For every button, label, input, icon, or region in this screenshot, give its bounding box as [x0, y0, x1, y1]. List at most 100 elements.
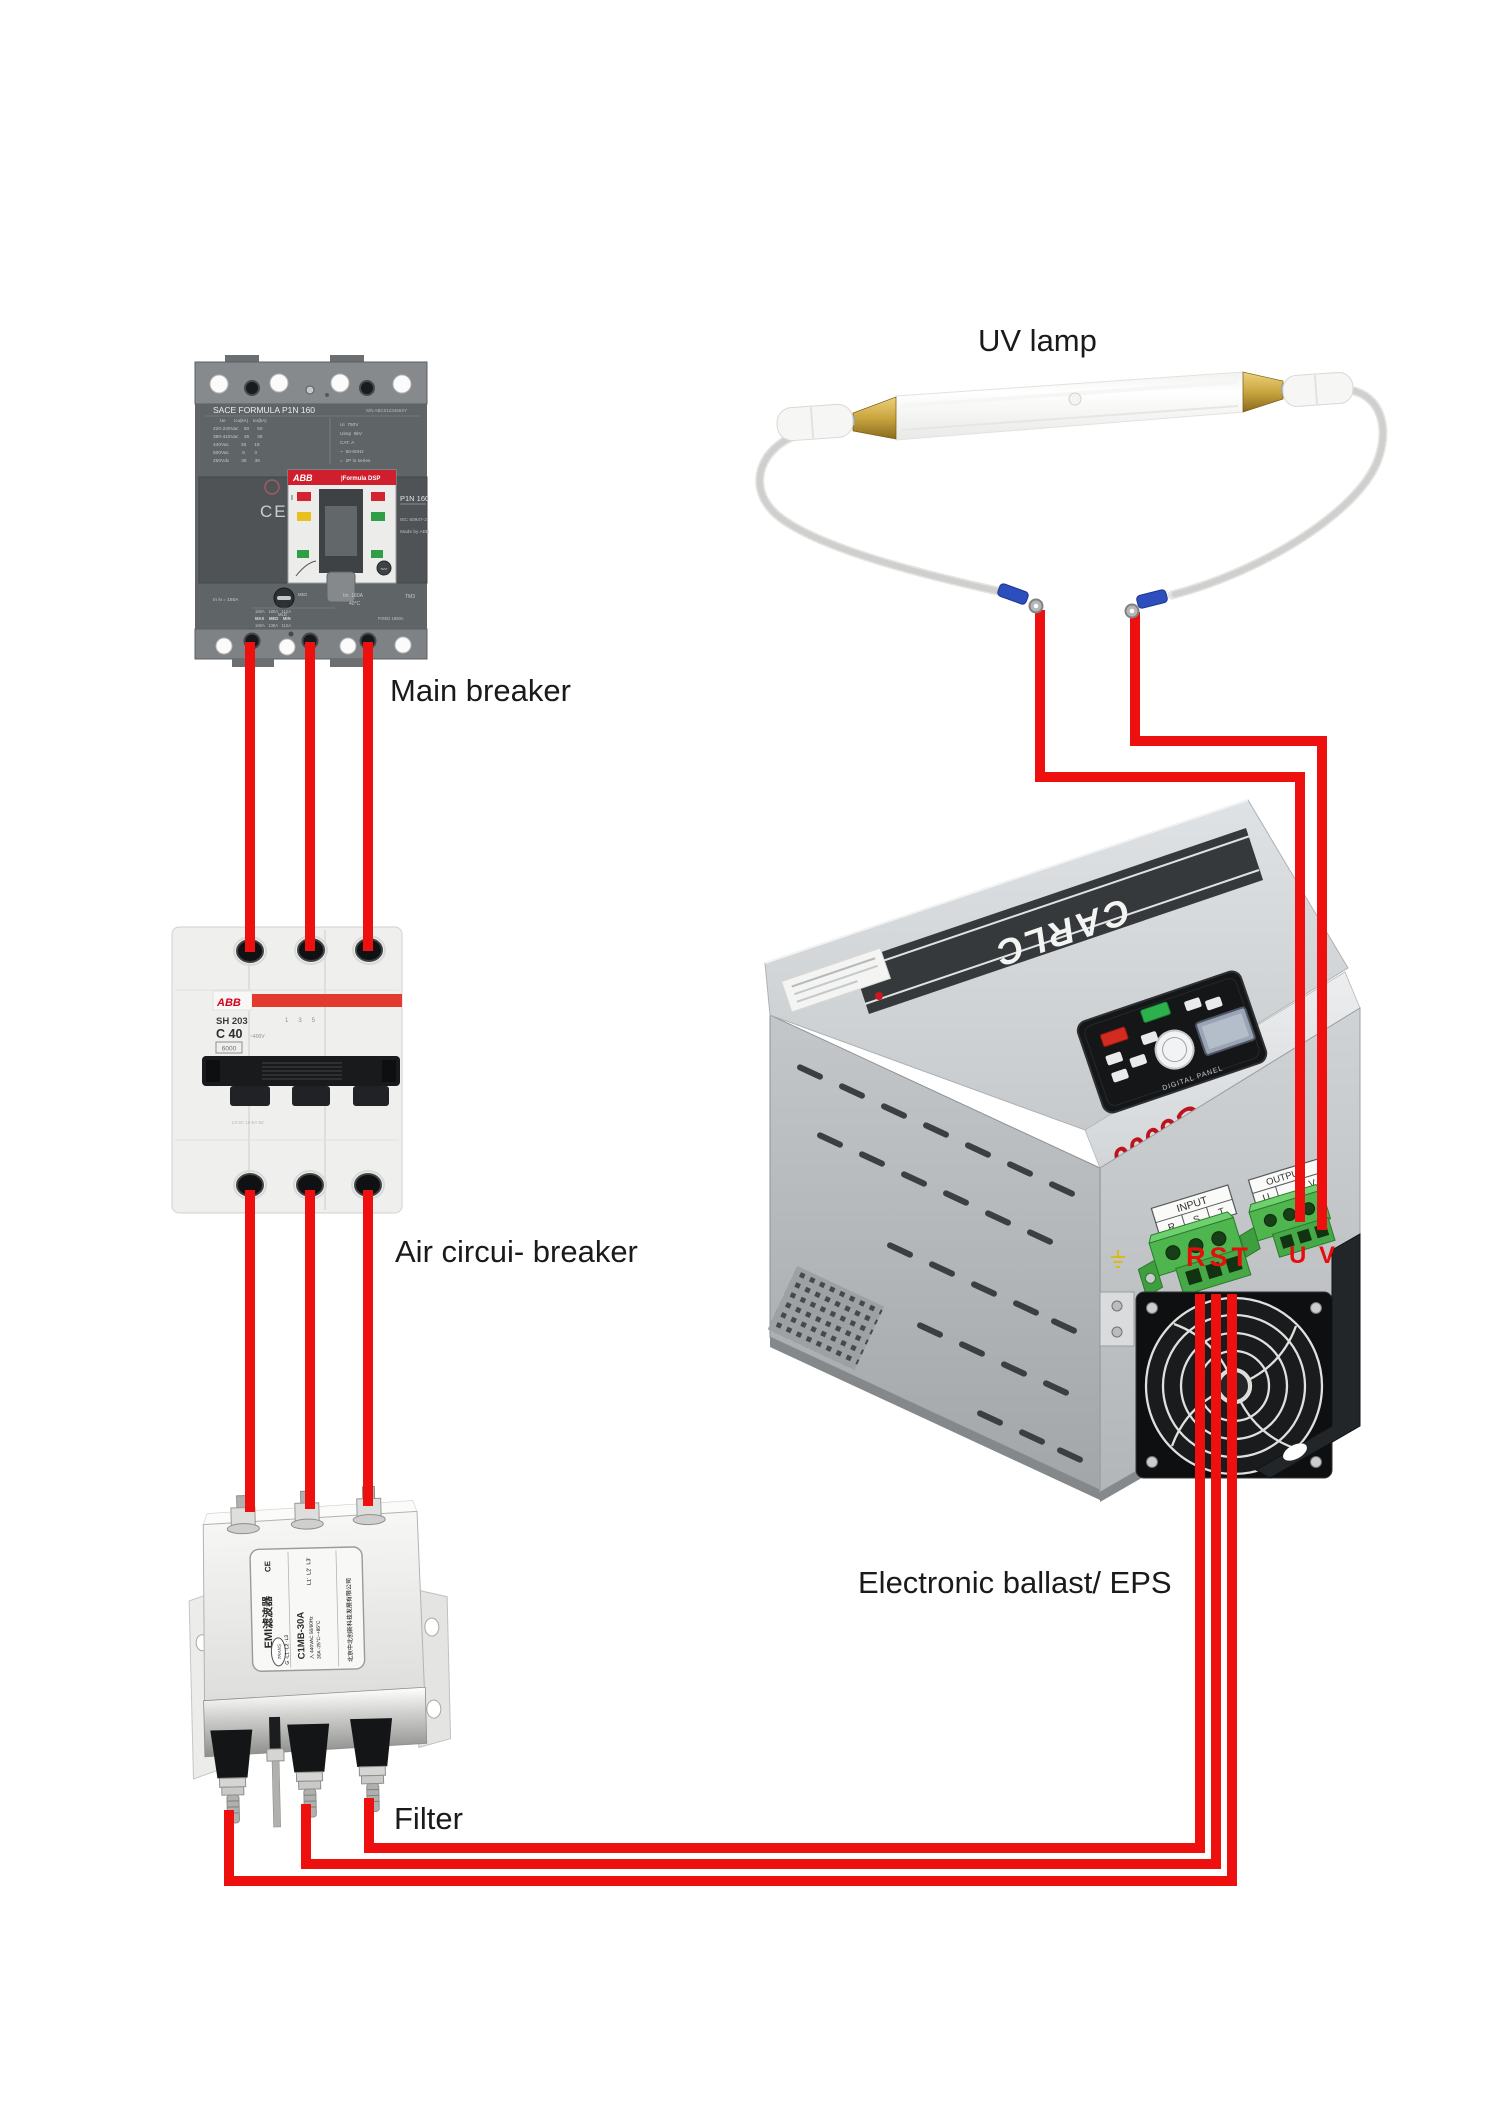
abb-brand-bar — [288, 470, 396, 485]
main-breaker-ce-mark: CE — [260, 502, 288, 521]
svg-text:T: T — [1217, 1206, 1226, 1218]
filter-in-terminals: G ·L1 ·L2 ·L3 — [284, 1635, 291, 1665]
fan-screw — [1146, 1302, 1158, 1314]
filter-spec2: 30A -25°C~+85°C — [316, 1620, 323, 1659]
svg-text:Im 160A: Im 160A — [343, 593, 364, 599]
svg-text:220-240Vac 50 50: 220-240Vac 50 50 — [213, 426, 263, 432]
svg-text:V: V — [1308, 1178, 1318, 1191]
indicator-green-low-right — [371, 550, 383, 558]
bracket-mount-hole — [1283, 1443, 1307, 1461]
lamp-connectors — [997, 583, 1168, 619]
air-breaker-breaking-capacity: 6000 — [222, 1046, 237, 1053]
panel-button — [1184, 997, 1202, 1012]
filter-type-label: EMI滤波器 — [260, 1595, 275, 1649]
input-terminal-block — [1137, 1211, 1252, 1297]
main-breaker-dial-zone: MED MLD In N = 160A Im 160A 40°C TM3 160… — [213, 587, 415, 628]
test-button — [376, 560, 392, 576]
main-breaker-tab — [330, 355, 364, 364]
svg-text:500Vac 6 3: 500Vac 6 3 — [213, 450, 257, 456]
main-breaker: SACE FORMULA P1N 160 S/N ABC0123456XY Ue… — [194, 355, 429, 667]
air-breaker-rating: C 40 — [216, 1027, 242, 1041]
main-breaker-top-terminal-strip — [194, 361, 428, 405]
wire-ballast-to-lamp-u — [1035, 610, 1305, 1222]
wire-filter-to-ballast-r — [364, 1294, 1205, 1853]
svg-text:= 2P in series: = 2P in series — [340, 458, 371, 464]
main-breaker-spec-table: 220-240Vac 50 50 380-415Vac 36 36 440Vac… — [213, 426, 263, 464]
fan-screw — [1310, 1456, 1322, 1468]
lamp-cable-left — [755, 432, 1007, 597]
panel-button — [1129, 1054, 1147, 1068]
ballast-caption: Electronic ballast/ EPS — [858, 1565, 1172, 1600]
lamp-tube — [895, 371, 1244, 441]
warning-sticker — [780, 947, 892, 1013]
main-breaker-standard: IEC 60947-2 — [400, 517, 427, 523]
air-breaker-caption: Air circui- breaker — [395, 1234, 638, 1269]
abb-logo: ABB — [292, 473, 313, 483]
panel-button — [1205, 996, 1223, 1011]
ballast-left-bottom-edge — [770, 1337, 1100, 1500]
air-breaker-lever-3 — [353, 1086, 389, 1106]
main-breaker-title: SACE FORMULA P1N 160 — [213, 405, 315, 415]
indicator-green-right — [371, 512, 385, 521]
air-breaker-bottom-terminals — [233, 1170, 385, 1200]
panel-button — [1111, 1068, 1129, 1083]
svg-text:160A 136A 112A: 160A 136A 112A — [255, 623, 291, 628]
fan-screw — [1146, 1456, 1158, 1468]
svg-text:160A 180A 112A: 160A 180A 112A — [255, 609, 291, 614]
main-breaker-module: ABB |Formula DSP I TEST — [287, 469, 397, 603]
filter-spec1: 入 440VAC 50/60Hz — [309, 1616, 316, 1660]
air-breaker-model: SH 203 — [216, 1016, 248, 1027]
ground-symbol-icon — [1111, 1250, 1125, 1268]
filter-out-terminals: L1' L2' L3' — [306, 1557, 313, 1585]
brand-accent — [875, 992, 883, 1000]
lamp-electrode-right — [1242, 371, 1284, 413]
wire-filter-to-ballast-t — [224, 1294, 1237, 1886]
filter-ce-mark: CE — [263, 1560, 272, 1572]
main-breaker-top-terminals — [209, 373, 412, 397]
air-breaker-brand: ABB — [216, 997, 241, 1009]
svg-text:CAT. A: CAT. A — [340, 440, 355, 446]
panel-button — [1105, 1051, 1123, 1066]
svg-text:Ui 750V: Ui 750V — [340, 422, 359, 428]
lamp-cable-right — [1167, 385, 1388, 600]
breaking-capacity-box — [215, 1041, 243, 1054]
ferrule-right — [1136, 589, 1168, 609]
air-breaker-code: L0 9C 19 EA 9Z — [232, 1120, 264, 1125]
svg-text:In N = 160A: In N = 160A — [213, 597, 239, 603]
lamp-cap-right — [1282, 371, 1354, 407]
indicator-red-left — [297, 492, 311, 501]
svg-text:U: U — [1261, 1192, 1271, 1205]
air-breaker-red-stripe — [252, 994, 402, 1007]
panel-dial — [1154, 1029, 1195, 1070]
lamp-tube-nub — [1068, 392, 1082, 406]
ferrule-left — [997, 583, 1029, 605]
indicator-red-right — [371, 492, 385, 501]
svg-text:380-415Vac 36 36: 380-415Vac 36 36 — [213, 434, 263, 440]
input-wire-label: RST — [1186, 1242, 1252, 1272]
air-breaker-toggle-bar — [202, 1056, 400, 1086]
svg-text:TM3: TM3 — [405, 594, 415, 600]
lamp-electrode-left — [852, 396, 897, 440]
ballast-vent-grid — [767, 1265, 885, 1371]
main-breaker-right-specs: Ui 750V Uimp 8kV CAT. A ~ 50-60Hz = 2P i… — [340, 422, 371, 464]
air-circuit-breaker: ABB 1 3 5 SH 203 C 40 ~400V 6000 L0 9C 1… — [171, 926, 403, 1214]
breaker-toggle-tip — [326, 571, 356, 603]
panel-green-button — [1140, 1001, 1171, 1023]
svg-text:R: R — [1167, 1221, 1177, 1234]
uv-lamp-caption: UV lamp — [978, 323, 1097, 358]
air-breaker-lever-2 — [292, 1086, 330, 1106]
test-button-label: TEST — [380, 567, 387, 571]
panel-button — [1140, 1031, 1159, 1045]
filter-company: 北京中北创新科技发展有限公司 — [345, 1578, 355, 1662]
svg-text:S: S — [1192, 1214, 1202, 1227]
wire-ballast-to-lamp-v — [1130, 612, 1327, 1230]
digital-panel: DIGITAL PANEL — [1076, 970, 1268, 1114]
wire-filter-to-ballast-s — [301, 1294, 1221, 1869]
main-breaker-model: P1N 160 — [400, 494, 429, 503]
filter-caption: Filter — [394, 1801, 463, 1836]
svg-text:MLD: MLD — [278, 612, 287, 617]
fan-screw — [1310, 1302, 1322, 1314]
filter-label-plate: EMI滤波器 CE TRANS G ·L1 ·L2 ·L3 C1MB-30A 入… — [249, 1546, 366, 1672]
hinge-plate — [1099, 1291, 1135, 1347]
main-breaker-caption: Main breaker — [390, 673, 571, 708]
